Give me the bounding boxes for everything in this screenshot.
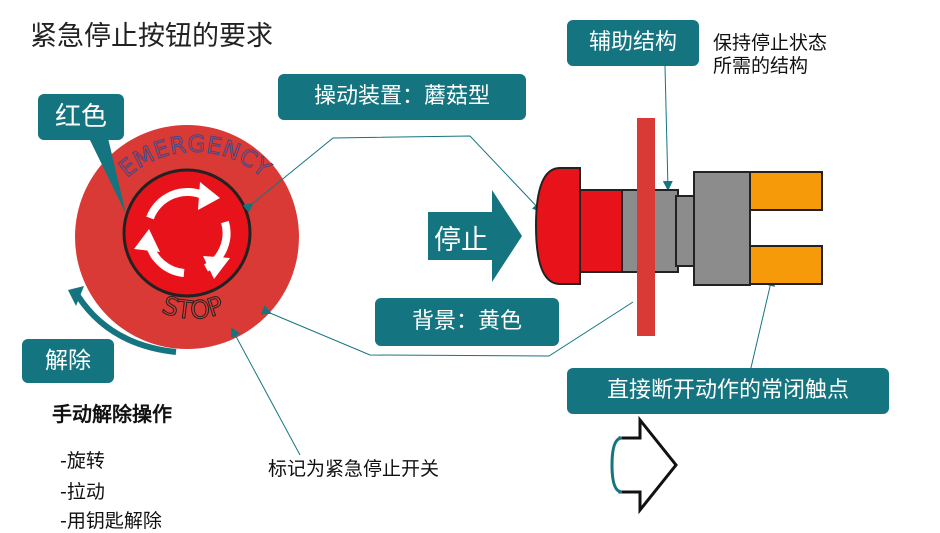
label-contacts: 直接断开动作的常闭触点: [567, 368, 889, 414]
label-aux: 辅助结构: [567, 20, 699, 66]
outline-arrow-icon: [618, 415, 678, 515]
red-callout-pointer: [88, 136, 126, 214]
mushroom-leader: [242, 135, 543, 213]
aux-leader: [662, 65, 673, 191]
contact-top: [749, 171, 823, 211]
label-stop: 停止: [434, 225, 488, 256]
label-reset: 解除: [22, 339, 114, 383]
manual-item-key: -用钥匙解除: [60, 510, 162, 532]
marked-text: 标记为紧急停止开关: [268, 458, 440, 480]
label-background: 背景：黄色: [375, 298, 559, 346]
background-leader: [260, 301, 634, 357]
reset-arrow-head: [68, 286, 84, 306]
side-red-body: [579, 189, 625, 273]
reset-arrow: [75, 294, 177, 355]
aux-description: 保持停止状态 所需的结构: [713, 32, 828, 77]
label-mushroom: 操动装置：蘑菇型: [278, 74, 526, 120]
marked-leader: [231, 327, 301, 456]
label-red: 红色: [38, 94, 124, 140]
manual-heading: 手动解除操作: [52, 402, 172, 426]
page-title: 紧急停止按钮的要求: [30, 21, 273, 52]
contact-bottom: [749, 245, 823, 285]
panel-plate: [637, 118, 655, 336]
side-mushroom-cap: [534, 167, 581, 285]
stop-text: STOP: [159, 290, 227, 325]
manual-item-pull: -拉动: [60, 481, 105, 503]
side-gray-block: [693, 171, 751, 286]
manual-item-rotate: -旋转: [60, 450, 105, 472]
outline-arrow-cap: [610, 436, 623, 494]
stop-arrow-shape: [428, 190, 522, 282]
contacts-leader: [749, 276, 776, 373]
